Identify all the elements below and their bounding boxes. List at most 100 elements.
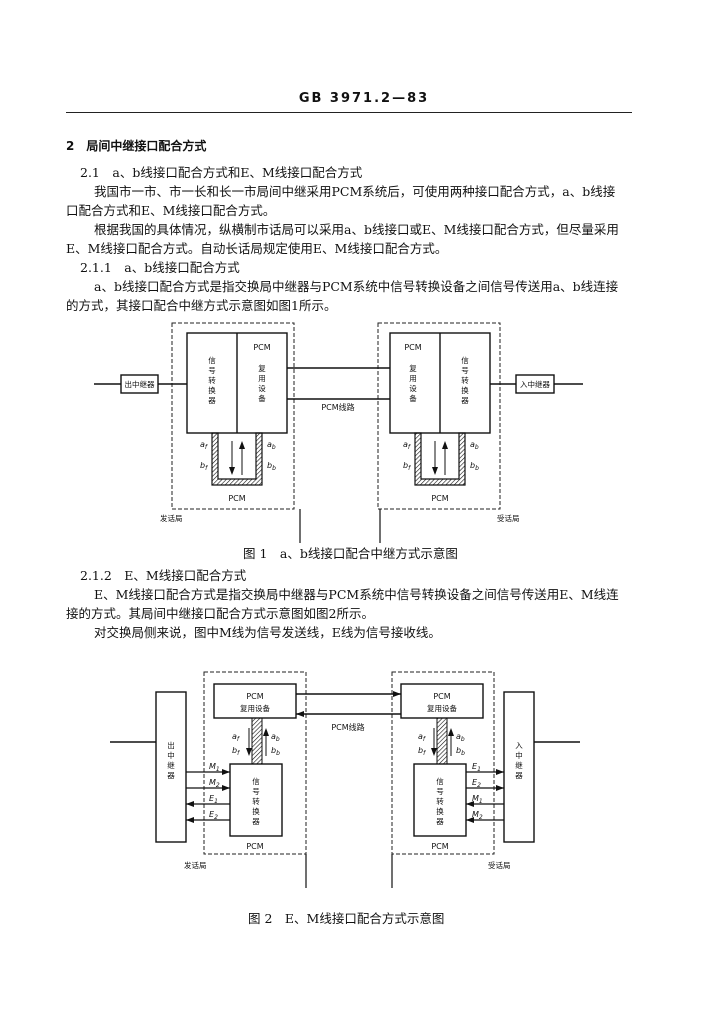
right-bb-label: bb: [470, 461, 479, 472]
char: 信: [252, 776, 260, 786]
left-m2-label: M2: [209, 778, 220, 789]
left-e1-label: E1: [209, 794, 218, 805]
out-trunk-label: 出中继器: [125, 379, 155, 389]
pcm-line-label: PCM线路: [321, 402, 354, 412]
left-pcm-label: PCM: [253, 343, 270, 352]
char: 复: [258, 363, 266, 373]
left-sig-conv-label: 信 号 转 换 器: [252, 776, 260, 826]
paragraph: 的方式，其接口配合中继方式示意图如图1所示。: [66, 298, 337, 313]
left-pcm-bottom-label: PCM: [228, 494, 245, 503]
char: 用: [409, 374, 417, 383]
recv-office-label: 受话局: [488, 860, 511, 870]
char: 器: [167, 771, 175, 780]
left-e2-label: E2: [209, 810, 218, 821]
char: 换: [461, 385, 469, 395]
right-bb-label: bb: [456, 746, 465, 757]
right-ab-label: ab: [470, 440, 479, 451]
right-mux-label: 复 用 设 备: [409, 363, 417, 403]
char: 继: [167, 760, 175, 770]
right-bf-label: bf: [418, 746, 426, 757]
send-office-box: [203, 671, 307, 855]
char: 换: [252, 806, 260, 816]
right-sig-conv-box: [413, 763, 467, 837]
right-e2-label: E2: [472, 778, 481, 789]
char: 换: [208, 385, 216, 395]
out-trunk-box: [155, 691, 187, 843]
section-2-1-title: 2.1 a、b线接口配合方式和E、M线接口配合方式: [80, 165, 363, 180]
left-pcm-bottom-label: PCM: [246, 842, 263, 851]
left-bb-label: bb: [271, 746, 280, 757]
left-bf-label: bf: [200, 461, 208, 472]
right-pcm-mux-label: 复用设备: [427, 703, 457, 713]
paragraph: a、b线接口配合方式是指交换局中继器与PCM系统中信号转换设备之间信号传送用a、…: [94, 279, 619, 294]
header-rule: [66, 112, 632, 113]
right-pcm-bottom-label: PCM: [431, 842, 448, 851]
char: 备: [409, 393, 417, 403]
left-bb-label: bb: [267, 461, 276, 472]
paragraph: E、M线接口配合方式。自动长话局规定使用E、M线接口配合方式。: [66, 241, 448, 256]
right-af-label: af: [403, 440, 411, 451]
char: 号: [252, 787, 260, 796]
section-2-1-1-title: 2.1.1 a、b线接口配合方式: [80, 260, 240, 275]
right-pcm-label: PCM: [404, 343, 421, 352]
char: 号: [208, 366, 216, 375]
char: 号: [461, 366, 469, 375]
left-pcm-mux-pcm: PCM: [246, 692, 263, 701]
in-trunk-box: [503, 691, 535, 843]
left-af-label: af: [200, 440, 208, 451]
recv-office-box: [377, 322, 501, 510]
pcm-line-label: PCM线路: [331, 722, 364, 732]
char: 中: [167, 750, 175, 760]
left-ab-bundle: [251, 717, 263, 765]
left-ab-label: ab: [267, 440, 276, 451]
in-trunk-label: 入 中 继 器: [515, 741, 523, 780]
right-sig-conv-label: 信 号 转 换 器: [461, 355, 469, 405]
char: 转: [436, 796, 444, 806]
left-pcm-mux-label: 复用设备: [240, 703, 270, 713]
paragraph: E、M线接口配合方式是指交换局中继器与PCM系统中信号转换设备之间信号传送用E、…: [94, 587, 619, 602]
char: 信: [436, 776, 444, 786]
in-trunk-label: 入中继器: [520, 379, 550, 389]
right-ab-label: ab: [456, 732, 465, 743]
char: 器: [252, 817, 260, 826]
right-ab-bundle: [436, 717, 448, 765]
right-sig-conv-label: 信 号 转 换 器: [436, 776, 444, 826]
left-bf-label: bf: [232, 746, 240, 757]
char: 信: [461, 355, 469, 365]
section-2-1-2-title: 2.1.2 E、M线接口配合方式: [80, 568, 247, 583]
char: 设: [409, 383, 417, 393]
char: 器: [436, 817, 444, 826]
char: 入: [515, 741, 523, 750]
char: 复: [409, 363, 417, 373]
paragraph: 对交换局侧来说，图中M线为信号发送线，E线为信号接收线。: [94, 625, 441, 640]
char: 信: [208, 355, 216, 365]
left-af-label: af: [232, 732, 240, 743]
recv-office-box: [391, 671, 495, 855]
section-2-title: 2 局间中继接口配合方式: [66, 139, 207, 153]
right-e1-label: E1: [472, 762, 481, 773]
figure-1-diagram: PCM线路 出中继器 入中继器 信 号 转 换 器 PCM 复 用 设 备 PC…: [94, 322, 583, 543]
left-m1-label: M1: [209, 762, 220, 773]
send-office-box: [171, 322, 295, 510]
left-pcm-loop: [211, 432, 263, 486]
char: 转: [461, 375, 469, 385]
char: 换: [436, 806, 444, 816]
left-mux-label: 复 用 设 备: [258, 363, 266, 403]
char: 转: [208, 375, 216, 385]
char: 出: [167, 740, 175, 750]
left-em-lines: [186, 771, 230, 821]
char: 器: [515, 771, 523, 780]
char: 用: [258, 374, 266, 383]
char: 继: [515, 760, 523, 770]
right-m1-label: M1: [472, 794, 483, 805]
right-m2-label: M2: [472, 810, 483, 821]
right-bf-label: bf: [403, 461, 411, 472]
paragraph: 口配合方式和E、M线接口配合方式。: [66, 203, 276, 218]
left-sig-conv-label: 信 号 转 换 器: [208, 355, 216, 405]
char: 器: [208, 396, 216, 405]
paragraph: 接的方式。其局间中继接口配合方式示意图如图2所示。: [66, 606, 374, 621]
send-office-label: 发话局: [184, 860, 207, 870]
paragraph: 根据我国的具体情况，纵横制市话局可以采用a、b线接口或E、M线接口配合方式，但尽…: [94, 222, 619, 237]
paragraph: 我国市一市、市一长和长一市局间中继采用PCM系统后，可使用两种接口配合方式，a、…: [94, 184, 616, 199]
char: 备: [258, 393, 266, 403]
